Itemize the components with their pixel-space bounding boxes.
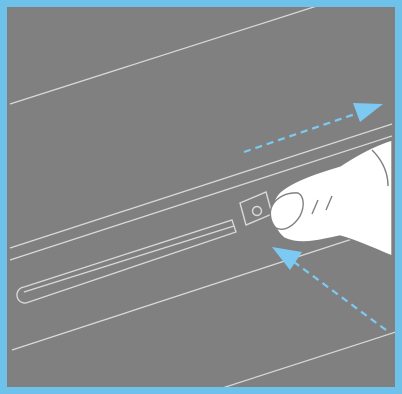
- slider-slot-inner: [23, 225, 235, 293]
- press-arrow-icon: [272, 247, 387, 331]
- slider-slot: [16, 219, 237, 304]
- diagonal-line-top: [9, 4, 321, 105]
- rail-upper-edge: [9, 123, 393, 249]
- latch-hole: [251, 205, 263, 217]
- fingernail: [269, 192, 304, 230]
- press-arrow-head: [272, 247, 302, 270]
- knuckle-line-1: [311, 199, 319, 215]
- background-lines: [9, 4, 402, 393]
- direction-arrow-head: [353, 103, 383, 122]
- diagonal-line-bottom: [209, 329, 402, 393]
- slider-track-icon: [9, 123, 393, 351]
- direction-arrow-icon: [243, 103, 383, 154]
- finger-crease-1: [371, 149, 389, 187]
- finger-icon: [269, 139, 393, 258]
- direction-arrow-shaft: [243, 111, 359, 154]
- rail-upper-edge-inner: [9, 135, 393, 261]
- rail-lower-edge: [11, 225, 393, 351]
- knuckle-line-2: [325, 195, 333, 211]
